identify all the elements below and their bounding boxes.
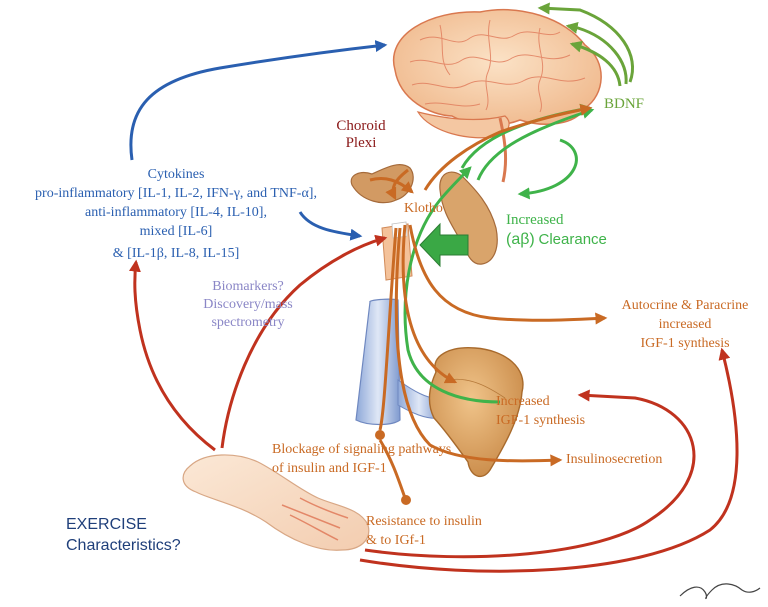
- blockage-block: Blockage of signaling pathways of insuli…: [272, 440, 451, 478]
- biomarkers-line1: Biomarkers?: [212, 279, 284, 294]
- orange-dot-blockage: [375, 430, 385, 440]
- autocrine-line3: IGF-1 synthesis: [640, 336, 730, 351]
- orange-klotho-loop: [385, 168, 409, 201]
- bdnf-label: BDNF: [604, 96, 645, 112]
- increased-clearance-label: Increased (aβ) Clearance: [506, 212, 607, 250]
- bdnf-feedback-arrow-3: [569, 40, 622, 87]
- resistance-block: Resistance to insulin & to IGf-1: [366, 512, 482, 550]
- autocrine-line2: increased: [658, 317, 712, 332]
- exercise-line2: Characteristics?: [66, 537, 181, 554]
- clearance-line: (aβ) Clearance: [506, 231, 607, 249]
- arm-illustration: [182, 454, 370, 551]
- resistance-line2: & to IGf-1: [366, 533, 426, 548]
- orange-to-liver-arrow: [401, 224, 458, 384]
- orange-to-autocrine-arrow: [408, 224, 608, 325]
- cytokines-anti: anti-inflammatory [IL-4, IL-10],: [85, 205, 267, 220]
- biomarkers-line2: Discovery/mass: [203, 297, 293, 312]
- cytokines-extra: & [IL-1β, IL-8, IL-15]: [112, 246, 240, 261]
- choroid-label-line2: Plexi: [345, 135, 377, 152]
- amyloid-beta-label: (aβ): [506, 231, 535, 249]
- biomarkers-line3: spectrometry: [211, 315, 285, 330]
- orange-dot-resistance: [401, 495, 411, 505]
- bdnf-feedback-arrow-1: [537, 2, 635, 83]
- cytokines-to-brain-arrow: [129, 40, 388, 161]
- insulinosecretion-label: Insulinosecretion: [566, 452, 663, 467]
- orange-to-klotho-left: [369, 177, 414, 194]
- liver-igf-line2: IGF-1 synthesis: [496, 413, 586, 428]
- klotho-blue-arrow: [298, 211, 363, 241]
- green-to-bdnf-arrow-2: [476, 107, 595, 181]
- exercise-to-cytokines-arrow: [128, 259, 216, 452]
- blockage-line1: Blockage of signaling pathways: [272, 442, 452, 457]
- choroid-plexi-label: Choroid Plexi: [318, 118, 404, 153]
- exercise-block: EXERCISE Characteristics?: [66, 514, 181, 556]
- autocrine-line1: Autocrine & Paracrine: [621, 298, 749, 313]
- resistance-line1: Resistance to insulin: [366, 514, 482, 529]
- blockage-line2: of insulin and IGF-1: [272, 461, 387, 476]
- green-clearance-loop: [517, 138, 578, 200]
- liver-igf-line1: Increased: [496, 394, 550, 409]
- klotho-label: Klotho: [404, 201, 443, 216]
- increased-label: Increased: [506, 212, 564, 228]
- orange-to-bdnf-arrow: [423, 103, 593, 191]
- exercise-to-autocrine-arrow: [359, 347, 739, 573]
- signature-scribble: [679, 583, 761, 600]
- choroid-label-line1: Choroid: [336, 118, 386, 134]
- bdnf-feedback-arrow-2: [565, 21, 628, 85]
- cytokines-pro: pro-inflammatory [IL-1, IL-2, IFN-γ, and…: [35, 186, 317, 201]
- liver-igf-block: Increased IGF-1 synthesis: [496, 392, 585, 430]
- cytokines-title: Cytokines: [147, 167, 205, 182]
- clearance-block-arrow: [419, 222, 469, 268]
- clearance-label: Clearance: [538, 231, 607, 249]
- biomarkers-block: Biomarkers? Discovery/mass spectrometry: [194, 278, 302, 332]
- autocrine-block: Autocrine & Paracrine increased IGF-1 sy…: [610, 296, 760, 353]
- exercise-to-klotho-arrow: [220, 234, 388, 449]
- orange-to-insulinosecretion-arrow: [394, 227, 563, 467]
- cytokines-block: Cytokines pro-inflammatory [IL-1, IL-2, …: [10, 165, 342, 263]
- cytokines-mixed: mixed [IL-6]: [139, 224, 213, 239]
- exercise-to-liver-arrow: [364, 389, 696, 559]
- orange-blockage-line: [378, 227, 398, 431]
- exercise-line1: EXERCISE: [66, 516, 147, 533]
- orange-to-resistance-line: [378, 439, 407, 499]
